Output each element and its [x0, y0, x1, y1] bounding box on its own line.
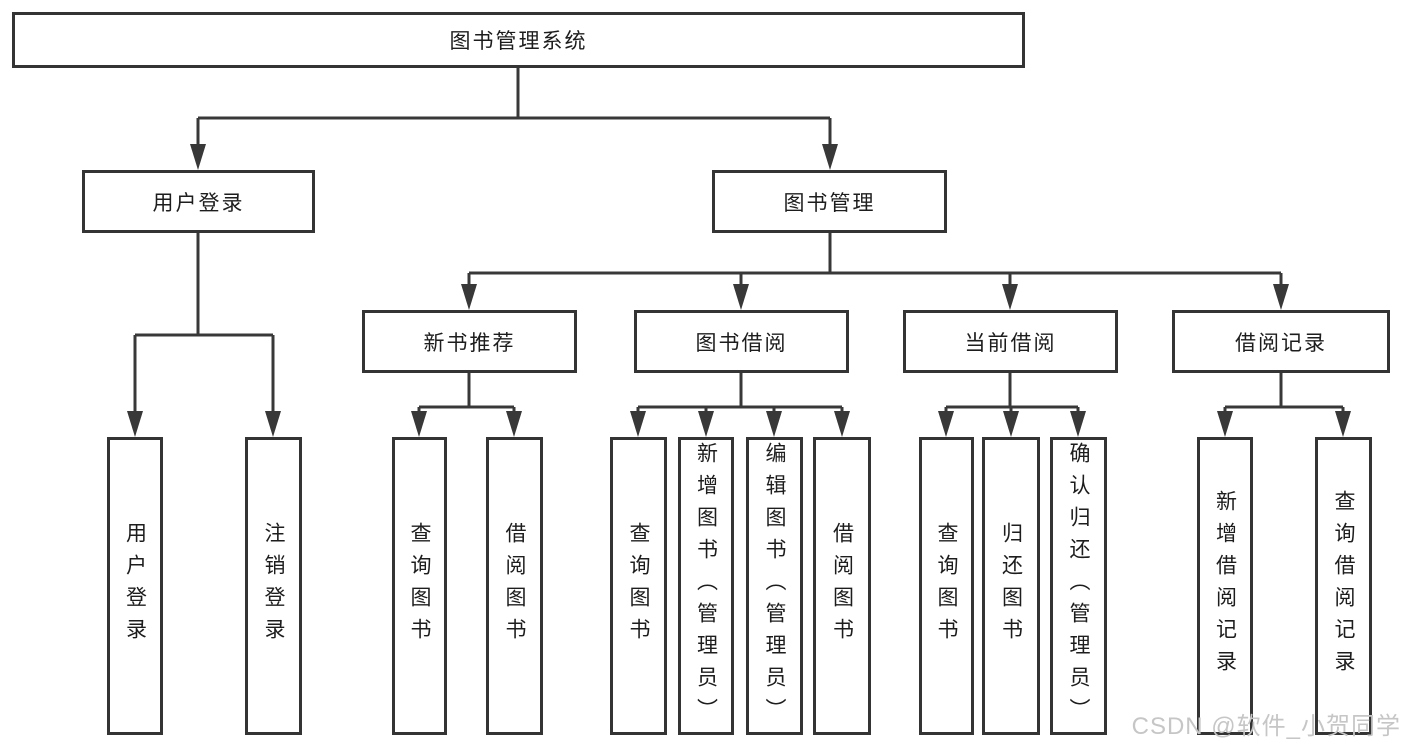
leaf-return-book: 归还图书: [982, 437, 1040, 735]
node-book-management: 图书管理: [712, 170, 947, 233]
node-borrow-records: 借阅记录: [1172, 310, 1390, 373]
node-current-borrow: 当前借阅: [903, 310, 1118, 373]
leaf-logout-label: 注销登录: [262, 522, 285, 650]
leaf-query-books-current: 查询图书: [919, 437, 974, 735]
leaf-logout: 注销登录: [245, 437, 302, 735]
node-user-login-label: 用户登录: [152, 191, 245, 215]
leaf-add-borrow-record: 新增借阅记录: [1197, 437, 1253, 735]
node-user-login: 用户登录: [82, 170, 315, 233]
leaf-query-borrow-record-label: 查询借阅记录: [1332, 490, 1355, 682]
leaf-query-books-borrow: 查询图书: [610, 437, 667, 735]
node-new-book-recommend-label: 新书推荐: [423, 331, 516, 355]
node-borrow-records-label: 借阅记录: [1235, 331, 1327, 355]
leaf-confirm-return-admin: 确认归还（管理员）: [1050, 437, 1107, 735]
leaf-user-login: 用户登录: [107, 437, 163, 735]
node-library-system: 图书管理系统: [12, 12, 1025, 68]
node-new-book-recommend: 新书推荐: [362, 310, 577, 373]
leaf-edit-book-admin: 编辑图书（管理员）: [746, 437, 803, 735]
node-book-borrow: 图书借阅: [634, 310, 849, 373]
leaf-user-login-label: 用户登录: [123, 522, 147, 650]
leaf-add-book-admin-label: 新增图书（管理员）: [694, 442, 718, 730]
leaf-return-book-label: 归还图书: [999, 522, 1023, 650]
leaf-borrow-books-label: 借阅图书: [830, 522, 854, 650]
node-book-borrow-label: 图书借阅: [695, 331, 788, 355]
leaf-borrow-books-recommend-label: 借阅图书: [503, 522, 526, 650]
leaf-query-borrow-record: 查询借阅记录: [1315, 437, 1372, 735]
node-book-management-label: 图书管理: [783, 191, 876, 215]
leaf-confirm-return-admin-label: 确认归还（管理员）: [1067, 442, 1090, 730]
leaf-borrow-books-recommend: 借阅图书: [486, 437, 543, 735]
leaf-query-books-current-label: 查询图书: [935, 522, 958, 650]
leaf-add-borrow-record-label: 新增借阅记录: [1213, 490, 1237, 682]
leaf-edit-book-admin-label: 编辑图书（管理员）: [763, 442, 786, 730]
node-library-system-label: 图书管理系统: [449, 30, 588, 53]
leaf-add-book-admin: 新增图书（管理员）: [678, 437, 734, 735]
leaf-query-books-recommend-label: 查询图书: [408, 522, 431, 650]
node-current-borrow-label: 当前借阅: [964, 331, 1057, 355]
csdn-watermark: CSDN @软件_小贺同学: [1131, 713, 1401, 740]
leaf-borrow-books: 借阅图书: [813, 437, 871, 735]
leaf-query-books-recommend: 查询图书: [392, 437, 447, 735]
leaf-query-books-borrow-label: 查询图书: [627, 522, 650, 650]
